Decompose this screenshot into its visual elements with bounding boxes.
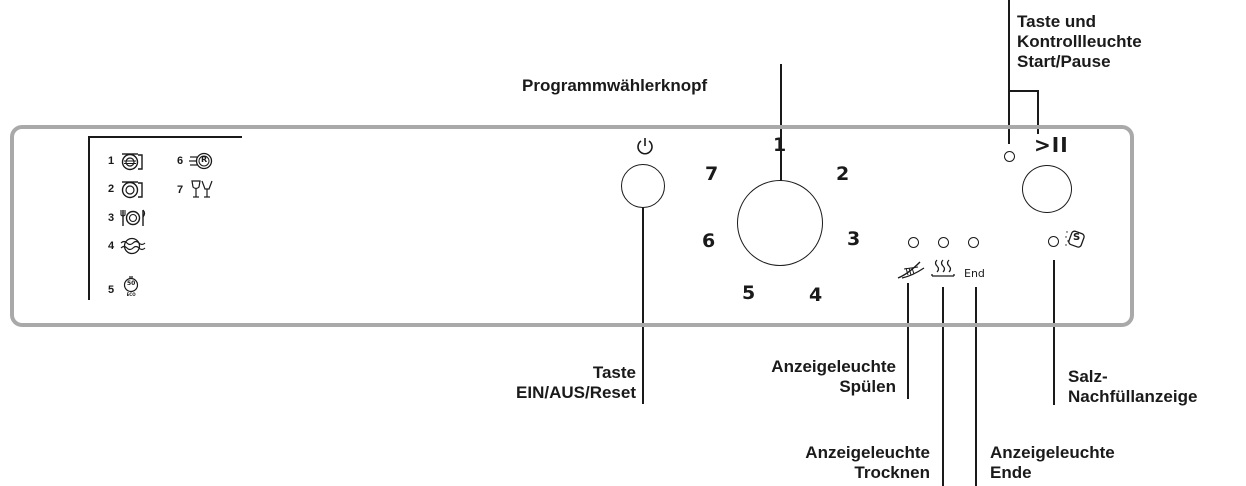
power-button-leader [642, 206, 644, 404]
wash-indicator-label-line2: Spülen [839, 377, 896, 396]
end-text: End [964, 267, 985, 280]
legend-bracket-vertical [88, 136, 90, 300]
salt-indicator-label-line2: Nachfüllanzeige [1068, 387, 1198, 406]
start-pause-label: Taste und Kontrollleuchte Start/Pause [1017, 12, 1142, 72]
salt-indicator-led [1048, 236, 1059, 247]
eco-50-icon-graphic [124, 276, 139, 293]
dial-number-1: 1 [773, 134, 787, 156]
program-selector-knob[interactable] [737, 180, 823, 266]
glass-icon [191, 180, 213, 198]
eco-label-text: ECO [126, 292, 136, 297]
start-pause-leader-horizontal [1008, 90, 1038, 92]
dry-indicator-label: Anzeigeleuchte Trocknen [805, 443, 930, 483]
rapid-wash-icon: R [189, 151, 215, 171]
program-number: 4 [108, 240, 115, 252]
dry-indicator-leader [942, 287, 944, 486]
wash-indicator-label: Anzeigeleuchte Spülen [771, 357, 896, 397]
end-indicator-label-line1: Anzeigeleuchte [990, 443, 1115, 462]
program-knob-label: Programmwählerknopf [522, 76, 707, 96]
program-number: 2 [108, 183, 115, 195]
eco-50-icon: 50 ECO [120, 274, 142, 298]
start-pause-symbol: >II [1034, 133, 1069, 157]
program-item-4: 4 [108, 236, 146, 256]
power-button-label: Taste EIN/AUS/Reset [516, 363, 636, 403]
end-indicator-led [968, 237, 979, 248]
program-item-6: 6 R [177, 151, 215, 171]
dial-number-7: 7 [705, 163, 719, 185]
pot-normal-icon [121, 181, 143, 199]
pot-intensive-icon [121, 153, 143, 171]
salt-indicator-leader [1053, 260, 1055, 405]
power-button-label-line1: Taste [592, 363, 636, 382]
end-indicator-label: Anzeigeleuchte Ende [990, 443, 1115, 483]
dial-number-2: 2 [836, 163, 850, 185]
dry-indicator-label-line1: Anzeigeleuchte [805, 443, 930, 462]
dial-number-5: 5 [742, 282, 756, 304]
start-pause-label-line3: Start/Pause [1017, 52, 1111, 71]
salt-icon: S [1064, 228, 1086, 250]
program-item-1: 1 [108, 151, 146, 171]
wash-indicator-label-line1: Anzeigeleuchte [771, 357, 896, 376]
rapid-wash-icon-graphic [189, 152, 213, 170]
legend-bracket-horizontal [88, 136, 242, 138]
salt-symbol-text: S [1073, 232, 1081, 243]
start-pause-leader-branch [1037, 90, 1039, 134]
dry-indicator-led [938, 237, 949, 248]
program-number: 6 [177, 155, 184, 167]
program-item-2: 2 [108, 179, 146, 199]
start-pause-label-line1: Taste und [1017, 12, 1097, 31]
start-pause-label-line2: Kontrollleuchte [1017, 32, 1142, 51]
rinse-waves-icon [120, 237, 146, 255]
program-number: 7 [177, 184, 184, 196]
salt-indicator-label: Salz- Nachfüllanzeige [1068, 367, 1197, 407]
power-icon [637, 138, 653, 155]
wash-indicator-led [908, 237, 919, 248]
power-button-label-line2: EIN/AUS/Reset [516, 383, 636, 402]
program-item-5: 5 50 ECO [108, 276, 142, 298]
program-legend-frame [88, 136, 242, 300]
eco-50-badge-text: 50 [126, 280, 136, 287]
program-number: 3 [108, 212, 115, 224]
wash-brush-icon [897, 261, 925, 279]
control-panel [10, 125, 1134, 327]
salt-icon-graphic [1065, 230, 1085, 248]
start-pause-led [1004, 151, 1015, 162]
dial-number-6: 6 [702, 230, 716, 252]
power-button[interactable] [621, 164, 665, 208]
start-pause-leader-vertical [1008, 0, 1010, 144]
dial-number-4: 4 [809, 284, 823, 306]
end-indicator-label-line2: Ende [990, 463, 1032, 482]
program-item-3: 3 [108, 208, 148, 228]
program-number: 5 [108, 284, 115, 296]
wash-indicator-leader [907, 283, 909, 399]
salt-indicator-label-line1: Salz- [1068, 367, 1108, 386]
end-indicator-leader [975, 287, 977, 486]
start-pause-button[interactable] [1022, 165, 1072, 213]
program-knob-leader [780, 64, 782, 226]
program-item-7: 7 [177, 180, 215, 200]
dial-number-3: 3 [847, 228, 861, 250]
program-knob-label-text: Programmwählerknopf [522, 76, 708, 95]
dry-heat-icon [931, 259, 955, 277]
dry-indicator-label-line2: Trocknen [854, 463, 930, 482]
program-number: 1 [108, 155, 115, 167]
cutlery-plate-icon [120, 209, 146, 226]
rapid-badge-text: R [201, 155, 208, 164]
